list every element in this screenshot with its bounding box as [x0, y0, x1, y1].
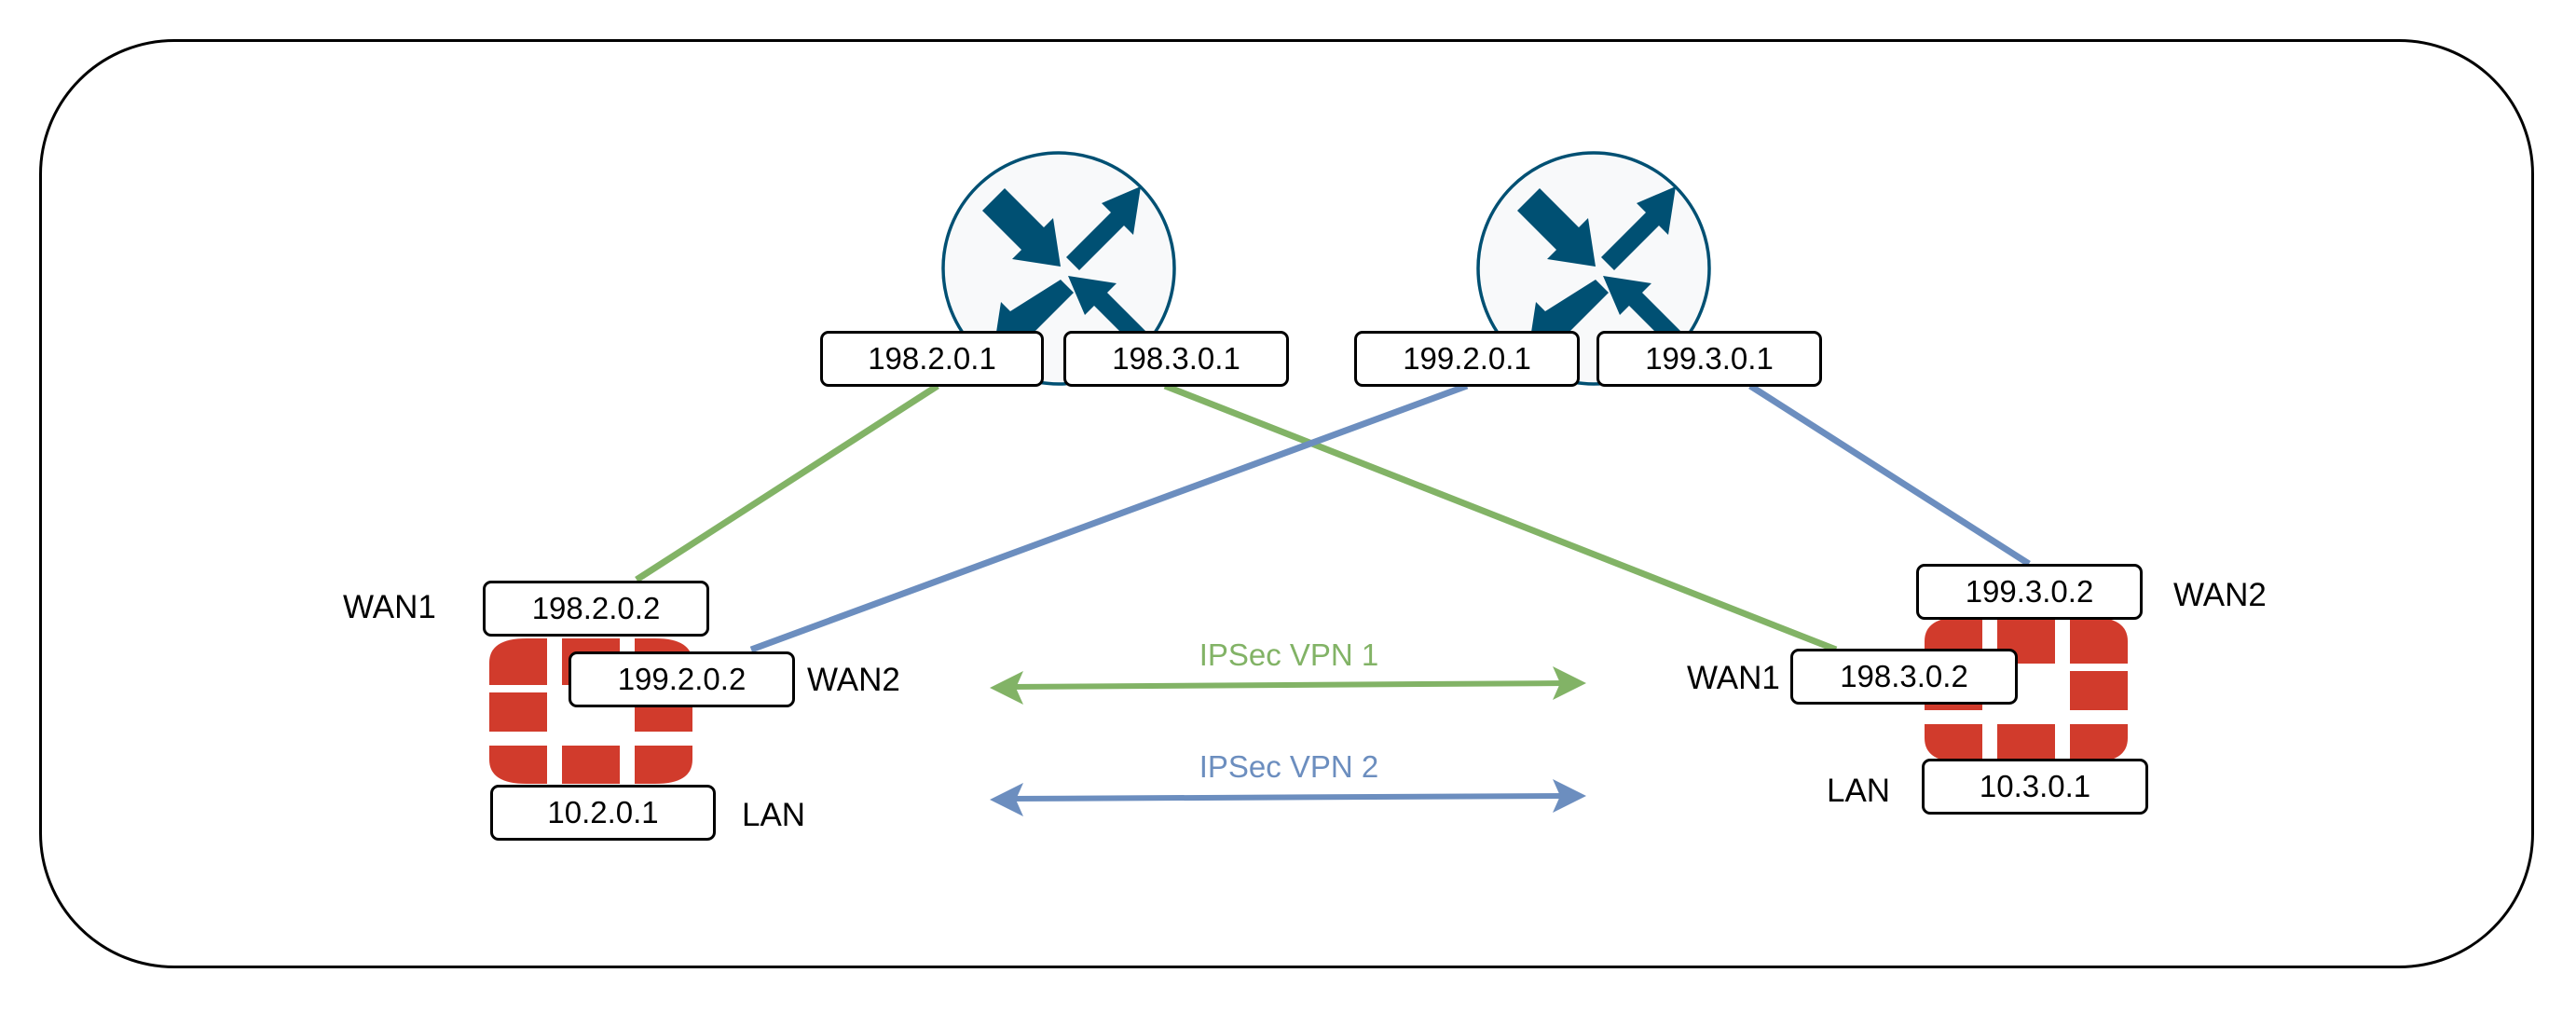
link-wan1-left	[635, 383, 939, 582]
link-wan2-left	[749, 382, 1469, 653]
router-b-interface-2-ip[interactable]: 199.3.0.1	[1596, 331, 1822, 387]
router-a-interface-1-ip[interactable]: 198.2.0.1	[820, 331, 1044, 387]
left-wan2-ip[interactable]: 199.2.0.2	[569, 651, 795, 707]
right-wan1-label: WAN1	[1687, 660, 1780, 696]
tunnel-vpn1-label: IPSec VPN 1	[1199, 637, 1379, 672]
arrowhead-right	[1553, 666, 1586, 700]
arrowhead-right	[1553, 779, 1586, 813]
left-lan-ip[interactable]: 10.2.0.1	[490, 785, 716, 841]
router-b-interface-1-ip[interactable]: 199.2.0.1	[1354, 331, 1580, 387]
tunnel-vpn2-arrow	[990, 779, 1586, 816]
left-wan1-label: WAN1	[343, 589, 436, 625]
arrowhead-left	[990, 671, 1023, 705]
link-wan1-right	[1163, 382, 1838, 653]
tunnel-vpn2-label: IPSec VPN 2	[1199, 749, 1379, 784]
left-wan2-label: WAN2	[807, 662, 900, 698]
right-wan2-label: WAN2	[2173, 577, 2267, 613]
left-wan1-ip[interactable]: 198.2.0.2	[483, 581, 709, 637]
right-lan-label: LAN	[1827, 773, 1891, 809]
arrowhead-left	[990, 783, 1023, 816]
right-lan-ip[interactable]: 10.3.0.1	[1922, 759, 2148, 815]
tunnel-vpn1-arrow	[990, 666, 1586, 705]
right-wan2-ip[interactable]: 199.3.0.2	[1916, 564, 2143, 620]
diagram-frame	[39, 39, 2534, 968]
left-lan-label: LAN	[742, 797, 806, 833]
right-wan1-ip[interactable]: 198.3.0.2	[1790, 649, 2018, 705]
link-wan2-right	[1748, 383, 2031, 567]
router-a-interface-2-ip[interactable]: 198.3.0.1	[1063, 331, 1289, 387]
